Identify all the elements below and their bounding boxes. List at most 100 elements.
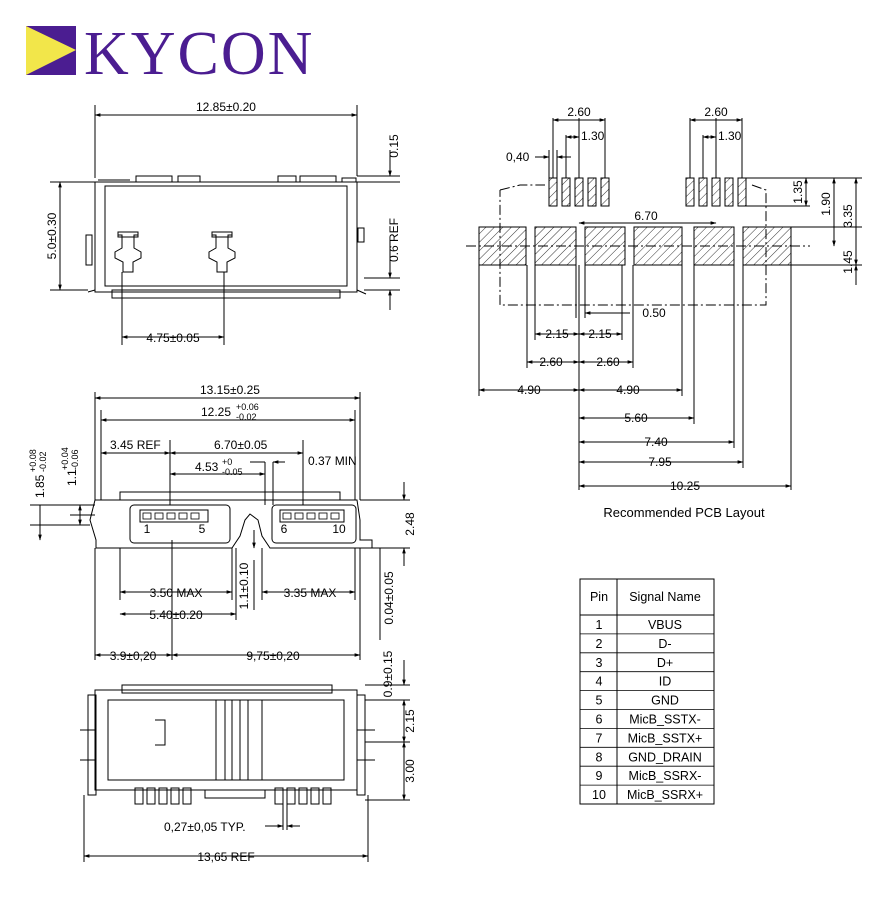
peg-spacing-dim: 4.75±0.05 xyxy=(146,331,200,345)
pin-number: 9 xyxy=(596,769,603,783)
svg-text:-0.06: -0.06 xyxy=(70,449,80,470)
bottom-pins-left xyxy=(134,787,192,805)
top-height-dim: 5.0±0.30 xyxy=(45,212,59,259)
pin-label-6: 6 xyxy=(281,522,288,536)
bottom-ref-width: 13,65 REF xyxy=(197,850,254,864)
dim-540: 5.40±0.20 xyxy=(149,608,203,622)
pin-number: 10 xyxy=(592,788,606,802)
pcb-pitch-130-b: 1.30 xyxy=(718,129,742,143)
logo-wordmark: KYCON xyxy=(84,20,314,88)
front-view xyxy=(30,392,410,660)
pin-signal-name: VBUS xyxy=(648,618,682,632)
pin-number: 2 xyxy=(596,637,603,651)
bottom-dim-215: 2.15 xyxy=(403,709,417,733)
pin-signal-name: ID xyxy=(659,675,672,689)
pcb-dim-740: 7.40 xyxy=(644,435,668,449)
svg-text:-0.02: -0.02 xyxy=(236,412,257,422)
pcb-signal-pads-left xyxy=(548,177,610,207)
pcb-caption: Recommended PCB Layout xyxy=(603,505,765,520)
usb3-port xyxy=(271,504,357,544)
dim-185: 1.85 +0.08 -0.02 xyxy=(28,449,48,498)
pcb-pitch-260-a: 2.60 xyxy=(567,105,591,119)
bottom-dim-09: 0.9±0.15 xyxy=(381,650,395,697)
svg-text:+0.06: +0.06 xyxy=(236,402,259,412)
min-037-dim: 0.37 MIN xyxy=(308,454,357,468)
usb2-port xyxy=(129,504,231,544)
front-view-shell xyxy=(89,499,373,549)
pin-signal-name: MicB_SSRX+ xyxy=(627,788,703,802)
pin-number: 7 xyxy=(596,731,603,745)
pcb-dim-215-left: 2.15 xyxy=(545,327,569,341)
pcb-dim-215-right: 2.15 xyxy=(588,327,612,341)
max-350-dim: 3.50 MAX xyxy=(150,586,203,600)
top-view-body xyxy=(94,181,358,293)
top-view xyxy=(50,105,400,345)
pin-signal-name: MicB_SSRX- xyxy=(629,769,702,783)
dim-11: 1.1 +0.04 -0.06 xyxy=(60,447,80,486)
dim-670: 6.70±0.05 xyxy=(214,438,268,452)
svg-text:+0.04: +0.04 xyxy=(60,447,70,470)
pin-table-header-signal: Signal Name xyxy=(629,590,701,604)
dim-975: 9,75±0,20 xyxy=(246,649,300,663)
max-335-dim: 3.35 MAX xyxy=(284,586,337,600)
pin-signal-name: GND_DRAIN xyxy=(628,750,702,764)
dim-39: 3.9±0,20 xyxy=(110,649,157,663)
dim-004: 0.04±0.05 xyxy=(382,571,396,625)
pcb-signal-pads-right xyxy=(685,177,747,207)
svg-text:12.25: 12.25 xyxy=(201,405,231,419)
pcb-labels: 2.60 1.30 0,40 2.60 1.30 6.70 1.35 1.90 … xyxy=(506,105,855,520)
pin-label-5: 5 xyxy=(199,522,206,536)
pin-number: 8 xyxy=(596,750,603,764)
bottom-pins-right xyxy=(274,787,332,805)
pin-table-frame xyxy=(579,578,715,805)
pcb-outline xyxy=(499,184,767,306)
pcb-pitch-130-a: 1.30 xyxy=(581,129,605,143)
top-view-labels: 12.85±0.20 5.0±0.30 0.15 0.6 REF 4.75±0.… xyxy=(45,100,401,345)
pcb-layout xyxy=(466,118,862,490)
peg-right xyxy=(208,234,236,273)
pin-number: 1 xyxy=(596,618,603,632)
pcb-dim-490-right: 4.90 xyxy=(616,383,640,397)
pin-pitch-dim: 0,27±0,05 TYP. xyxy=(164,820,246,834)
pin-signal-name: D+ xyxy=(657,656,673,670)
top-view-flange xyxy=(111,289,341,299)
pcb-dim-490-left: 4.90 xyxy=(517,383,541,397)
dim-453: 4.53 +0 -0.05 xyxy=(195,457,243,477)
pcb-dim-1025: 10.25 xyxy=(670,479,700,493)
pcb-dim-560: 5.60 xyxy=(624,411,648,425)
svg-text:4.53: 4.53 xyxy=(195,460,219,474)
top-ref-dim: 0.6 REF xyxy=(387,218,401,262)
svg-text:+0.08: +0.08 xyxy=(28,449,38,472)
pin-number: 3 xyxy=(596,656,603,670)
pin-signal-name: MicB_SSTX- xyxy=(629,713,701,727)
svg-text:-0.05: -0.05 xyxy=(222,467,243,477)
bottom-center-shield xyxy=(215,699,263,781)
pin-label-10: 10 xyxy=(332,522,346,536)
top-width-dim: 12.85±0.20 xyxy=(196,100,256,114)
pin-number: 6 xyxy=(596,713,603,727)
pin-table-header-pin: Pin xyxy=(590,590,608,604)
svg-text:+0: +0 xyxy=(222,457,232,467)
pcb-dim-260-right: 2.60 xyxy=(596,355,620,369)
pcb-pad-040: 0,40 xyxy=(506,150,530,164)
dim-110: 1.1±0.10 xyxy=(237,562,251,609)
height-248-dim: 2.48 xyxy=(403,512,417,536)
pin-signal-name: D- xyxy=(658,637,671,651)
peg-left xyxy=(114,234,142,273)
pin-signal-name: MicB_SSTX+ xyxy=(628,731,703,745)
kycon-logo: KYCON xyxy=(26,20,314,88)
logo-triangle xyxy=(26,26,76,75)
pcb-dim-670: 6.70 xyxy=(634,209,658,223)
pcb-dim-135: 1.35 xyxy=(791,180,805,204)
pin-number: 5 xyxy=(596,694,603,708)
pcb-dim-050: 0.50 xyxy=(642,306,666,320)
front-view-labels: 13.15±0.25 12.25 +0.06 -0.02 3.45 REF 6.… xyxy=(28,383,417,663)
top-offset-dim: 0.15 xyxy=(387,134,401,158)
bottom-view xyxy=(80,660,410,862)
pcb-dim-260-left: 2.60 xyxy=(539,355,563,369)
pcb-dim-145: 1.45 xyxy=(841,250,855,274)
bottom-dim-300: 3.00 xyxy=(403,759,417,783)
pin-label-1: 1 xyxy=(144,522,151,536)
